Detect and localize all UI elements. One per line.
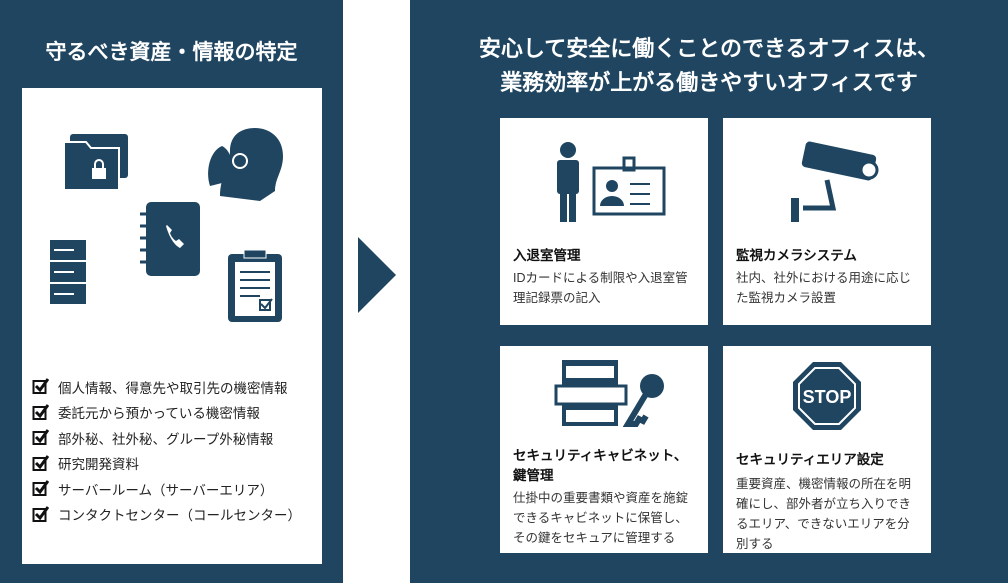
checklist-item: 委託元から預かっている機密情報 [32,400,301,426]
locked-folder-icon [63,134,128,191]
operator-headset-icon [208,128,283,201]
checklist-item: 個人情報、得意先や取引先の機密情報 [32,374,301,400]
checklist-item: サーバールーム（サーバーエリア） [32,476,301,502]
stop-sign-icon: STOP [793,362,861,430]
cabinet-key-icon [554,360,664,427]
card-access-control: 入退室管理 IDカードによる制限や入退室管理記録票の記入 [500,118,708,325]
card-surveillance-camera: 監視カメラシステム 社内、社外における用途に応じた監視カメラ設置 [723,118,931,325]
office-panel: 安心して安全に働くことのできるオフィスは、業務効率が上がる働きやすいオフィスです… [410,0,1008,583]
security-camera-icon [791,141,879,222]
arrow-right-icon [358,237,396,313]
checkbox-checked-icon [32,429,49,446]
assets-panel: 守るべき資産・情報の特定 個人情報、得意先や取引先の機密情報 委託元から預かって… [0,0,343,583]
checkbox-checked-icon [32,480,49,497]
checklist-item: 研究開発資料 [32,451,301,477]
address-book-icon [140,202,200,276]
server-rack-icon [50,240,86,304]
asset-checklist: 個人情報、得意先や取引先の機密情報 委託元から預かっている機密情報 部外秘、社外… [32,374,301,527]
checklist-item: コンタクトセンター（コールセンター） [32,502,301,528]
assets-box: 個人情報、得意先や取引先の機密情報 委託元から預かっている機密情報 部外秘、社外… [22,88,322,564]
checkbox-checked-icon [32,378,49,395]
card-security-area: STOP セキュリティエリア設定 重要資産、機密情報の所在を明確にし、部外者が立… [723,346,931,553]
checkbox-checked-icon [32,403,49,420]
person-id-card-icon [557,142,666,222]
office-title: 安心して安全に働くことのできるオフィスは、業務効率が上がる働きやすいオフィスです [478,36,940,95]
card-security-cabinet: セキュリティキャビネット、鍵管理 仕掛中の重要書類や資産を施錠できるキャビネット… [500,346,708,553]
checkbox-checked-icon [32,505,49,522]
clipboard-checklist-icon [228,249,282,322]
checklist-item: 部外秘、社外秘、グループ外秘情報 [32,425,301,451]
svg-text:STOP: STOP [803,387,852,407]
checkbox-checked-icon [32,454,49,471]
assets-title: 守るべき資産・情報の特定 [45,41,298,64]
